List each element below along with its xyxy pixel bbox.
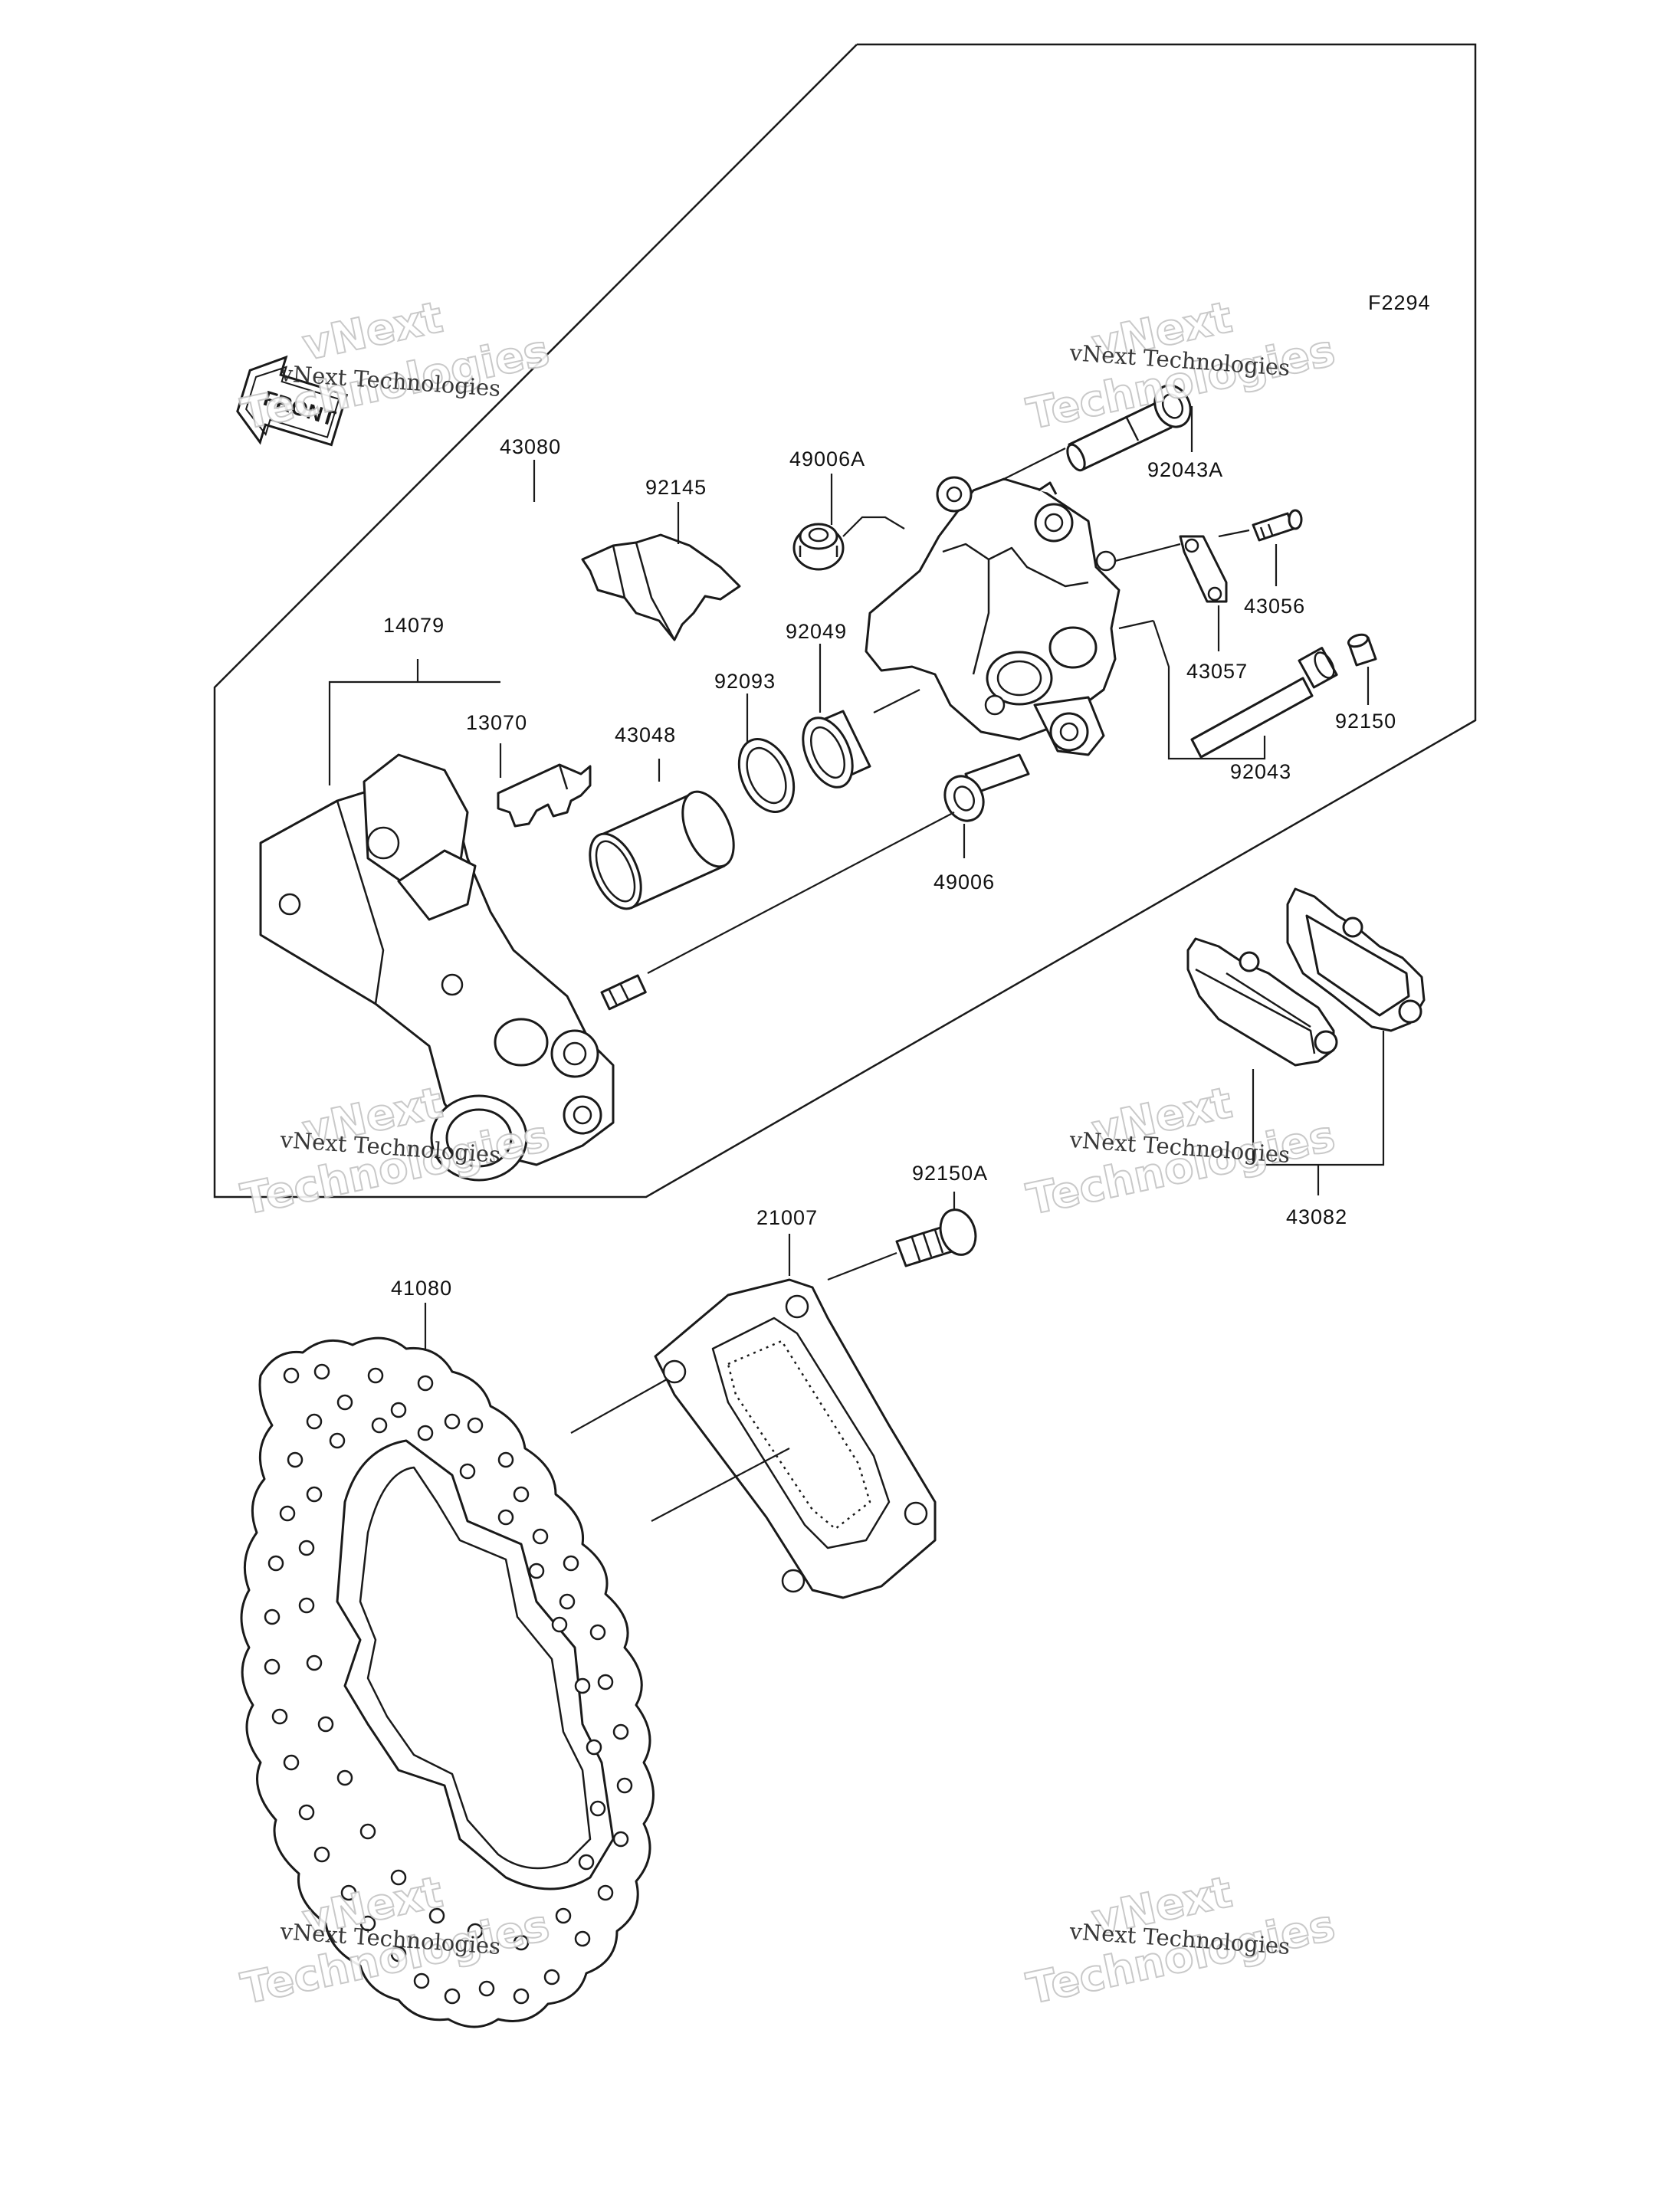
label-43057: 43057 (1186, 660, 1248, 683)
bleeder-valve-43056 (1252, 509, 1303, 542)
watermark-top-left: vNext Technologies vNext Technologies (236, 292, 554, 441)
caliper-bracket-14079 (259, 753, 615, 1182)
watermark-mid-right: vNext Technologies vNext Technologies (1022, 1077, 1340, 1226)
label-49006A: 49006A (789, 448, 865, 471)
diagram-code: F2294 (1368, 291, 1431, 314)
piston-43048 (589, 790, 735, 910)
label-43048: 43048 (615, 723, 676, 746)
watermark-bottom-right: vNext Technologies vNext Technologies (1022, 1867, 1340, 2015)
front-arrow-icon: FRONT (236, 355, 349, 447)
label-43082: 43082 (1286, 1205, 1347, 1228)
label-92150A: 92150A (912, 1162, 988, 1185)
label-92043A: 92043A (1147, 458, 1223, 481)
label-92145: 92145 (645, 476, 707, 499)
brake-pads-43082 (1186, 887, 1426, 1067)
label-13070: 13070 (466, 711, 527, 734)
caliper-body (865, 476, 1121, 756)
bracket-slide-pin (600, 974, 647, 1011)
dust-seal-92049 (802, 710, 871, 789)
label-14079: 14079 (383, 614, 445, 637)
abs-rotor-21007 (654, 1278, 937, 1599)
label-43056: 43056 (1244, 595, 1305, 618)
pin-boot-49006 (943, 753, 1030, 822)
boot-49006A (792, 523, 845, 571)
label-92150: 92150 (1335, 710, 1396, 733)
slide-pin-92043 (1190, 647, 1338, 759)
pad-spring-92145 (581, 533, 741, 641)
label-43080: 43080 (500, 435, 561, 458)
piston-seal-92093 (737, 738, 796, 813)
label-92093: 92093 (714, 670, 776, 693)
watermark-bottom-left: vNext Technologies vNext Technologies (236, 1867, 554, 2015)
leader-lines (328, 406, 1385, 1522)
brake-disc-41080 (240, 1336, 655, 2028)
label-92043: 92043 (1230, 760, 1291, 783)
caliper-bolt-92043A (1066, 384, 1192, 472)
pad-spring-13070 (497, 763, 592, 828)
label-49006: 49006 (934, 871, 995, 894)
disc-bolt-92150A (895, 1208, 977, 1267)
bleeder-cap-92150 (1347, 633, 1377, 667)
bracket-plate-43057 (1179, 535, 1228, 603)
label-92049: 92049 (786, 620, 847, 643)
label-41080: 41080 (391, 1277, 452, 1300)
caliper-assembly-frame (213, 43, 1477, 1199)
label-21007: 21007 (756, 1206, 818, 1229)
